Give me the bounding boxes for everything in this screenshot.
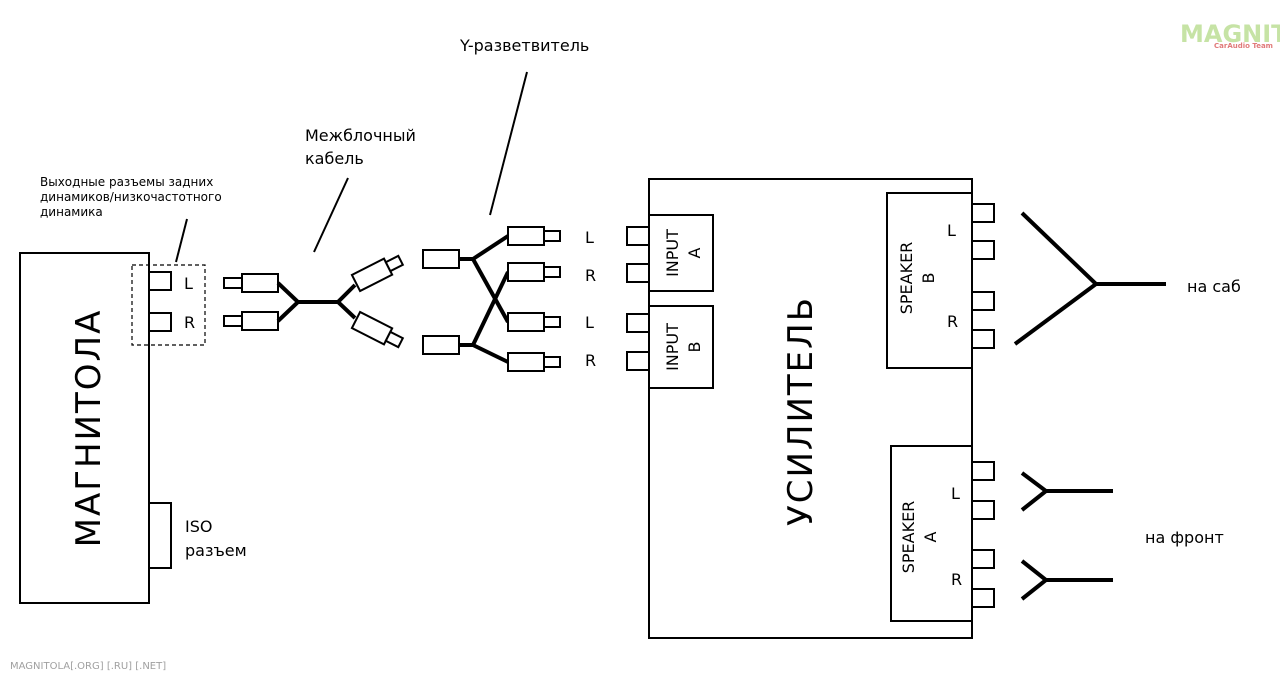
speaker-b-label-l: L xyxy=(947,221,956,240)
iso-label-line1: ISO xyxy=(185,517,212,536)
splitter-bottom-in xyxy=(422,335,460,355)
front-wire-r xyxy=(1020,559,1050,601)
splitter-label-l-1: L xyxy=(585,228,594,247)
splitter-pointer xyxy=(489,71,528,216)
splitter-bottom-branch-2 xyxy=(472,343,509,364)
interconnect-cable xyxy=(223,254,405,349)
output-label-r: R xyxy=(184,313,195,332)
headunit-label: МАГНИТОЛА xyxy=(69,309,109,548)
splitter-out-tip-3 xyxy=(543,316,561,328)
outputs-label-line3: динамика xyxy=(40,205,103,219)
output-area xyxy=(131,264,206,346)
output-jack-l xyxy=(148,271,172,291)
y-splitters: L R L R xyxy=(422,226,596,372)
input-a-panel xyxy=(648,214,714,292)
watermark-brand: MAGNITOLA xyxy=(1180,20,1280,48)
cable-tip-r xyxy=(223,315,243,327)
outputs-pointer xyxy=(175,218,188,263)
splitter-top-branch-1 xyxy=(471,234,510,261)
input-b-jack-r xyxy=(626,351,650,371)
watermark-sub: CarAudio Team xyxy=(1214,42,1273,50)
footer-watermark: MAGNITOLA[.ORG] [.RU] [.NET] xyxy=(10,661,166,672)
input-a-label-line1: INPUT xyxy=(663,229,682,277)
amplifier: УСИЛИТЕЛЬ INPUT A INPUT B SPEAKER B L R … xyxy=(626,178,995,639)
sub-wire-bottom xyxy=(1013,282,1098,346)
speaker-a-terminal-3 xyxy=(971,549,995,569)
splitter-out-plug-3 xyxy=(507,312,545,332)
speaker-a-terminal-4 xyxy=(971,588,995,608)
front-wire-l xyxy=(1020,471,1050,512)
splitter-label-r-2: R xyxy=(585,351,596,370)
splitter-out-plug-4 xyxy=(507,352,545,372)
speaker-a-terminal-1 xyxy=(971,461,995,481)
input-a-jack-r xyxy=(626,263,650,283)
speaker-b-label-line1: SPEAKER xyxy=(897,242,916,315)
amplifier-label: УСИЛИТЕЛЬ xyxy=(781,296,821,526)
cable-split xyxy=(335,283,357,320)
cable-plug-r xyxy=(241,311,279,331)
front-label: на фронт xyxy=(1145,528,1224,547)
speaker-a-panel xyxy=(890,445,973,622)
cable-pointer xyxy=(313,177,349,253)
speaker-b-panel xyxy=(886,192,973,369)
speaker-a-label-line2: A xyxy=(921,531,940,542)
splitter-top-branch-2 xyxy=(471,258,510,323)
output-label-l: L xyxy=(184,274,193,293)
speaker-a-label-l: L xyxy=(951,484,960,503)
input-b-label-line1: INPUT xyxy=(663,323,682,371)
outputs-label-line1: Выходные разъемы задних xyxy=(40,175,213,189)
splitter-out-tip-2 xyxy=(543,266,561,278)
cable-tip-end-top xyxy=(384,254,405,273)
cable-tip-l xyxy=(223,277,243,289)
speaker-a-label-r: R xyxy=(951,570,962,589)
sub-label: на саб xyxy=(1187,277,1241,296)
input-a-jack-l xyxy=(626,226,650,246)
splitter-out-plug-2 xyxy=(507,262,545,282)
splitter-label: Y-разветвитель xyxy=(459,36,589,55)
splitter-out-tip-4 xyxy=(543,356,561,368)
input-b-jack-l xyxy=(626,313,650,333)
speaker-b-terminal-2 xyxy=(971,240,995,260)
outputs-label-line2: динамиков/низкочастотного xyxy=(40,190,222,204)
cable-label-line1: Межблочный xyxy=(305,126,416,145)
front-wiring xyxy=(1020,471,1113,601)
headunit-body xyxy=(19,252,150,604)
input-b-panel xyxy=(648,305,714,389)
iso-connector xyxy=(148,502,172,569)
headunit: МАГНИТОЛА ISO разъем L R xyxy=(19,252,247,604)
speaker-b-label-r: R xyxy=(947,312,958,331)
speaker-a-terminal-2 xyxy=(971,500,995,520)
input-b-label-line2: B xyxy=(685,342,704,353)
speaker-b-terminal-4 xyxy=(971,329,995,349)
speaker-b-label-line2: B xyxy=(919,273,938,284)
splitter-label-r-1: R xyxy=(585,266,596,285)
sub-wiring xyxy=(1013,211,1166,346)
cable-merge xyxy=(276,281,301,323)
iso-label-line2: разъем xyxy=(185,541,247,560)
sub-wire-top xyxy=(1020,211,1098,286)
speaker-b-terminal-1 xyxy=(971,203,995,223)
splitter-label-l-2: L xyxy=(585,313,594,332)
speaker-a-label-line1: SPEAKER xyxy=(899,501,918,574)
cable-label-line2: кабель xyxy=(305,149,364,168)
watermark-logo: MAGNITOLA CarAudio Team xyxy=(1180,20,1280,50)
splitter-out-plug-1 xyxy=(507,226,545,246)
speaker-b-terminal-3 xyxy=(971,291,995,311)
output-jack-r xyxy=(148,312,172,332)
cable-plug-l xyxy=(241,273,279,293)
cable-tip-end-bottom xyxy=(384,330,405,349)
input-a-label-line2: A xyxy=(685,247,704,258)
splitter-out-tip-1 xyxy=(543,230,561,242)
splitter-bottom-branch-1 xyxy=(471,271,510,346)
splitter-top-in xyxy=(422,249,460,269)
